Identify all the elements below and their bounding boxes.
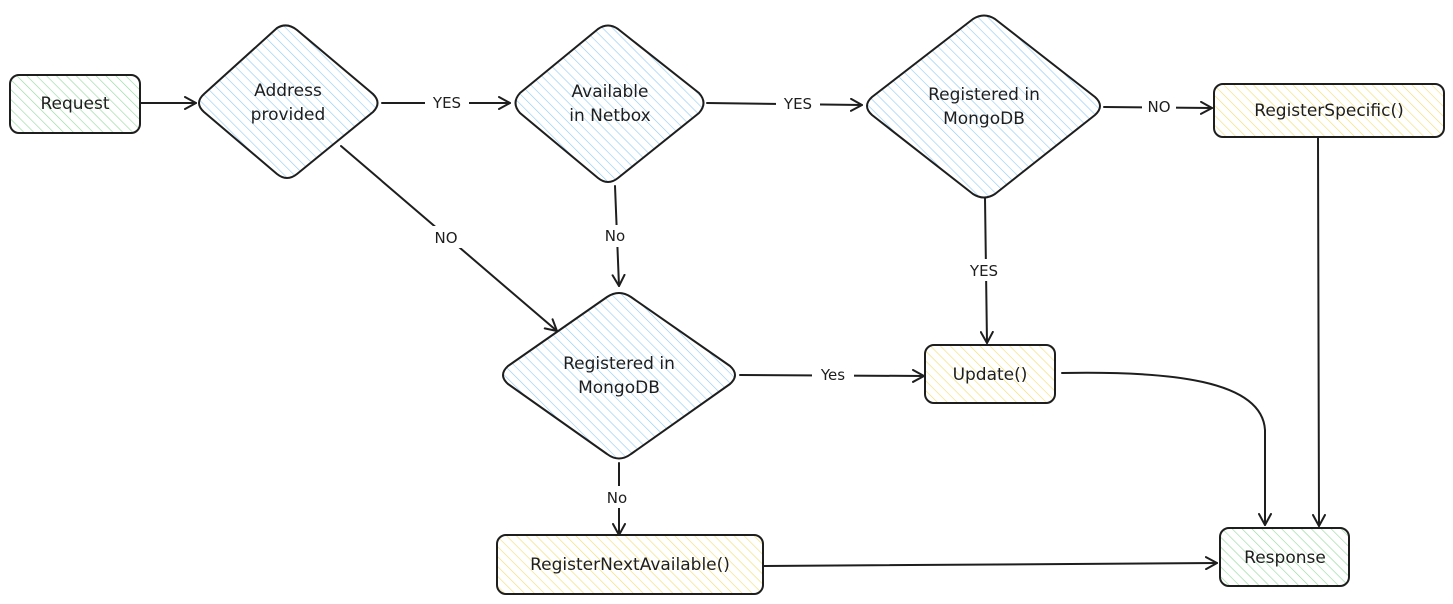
node-registered-mid: Registered in MongoDB <box>502 292 736 460</box>
node-address-provided: Address provided <box>198 24 379 179</box>
node-registered-top-line2: MongoDB <box>943 109 1025 129</box>
node-registered-mid-line2: MongoDB <box>578 378 660 398</box>
node-registered-mid-line1: Registered in <box>563 354 675 374</box>
edge-labels: YES YES NO NO No YES Yes No <box>425 92 1176 508</box>
node-request-label: Request <box>40 94 109 114</box>
node-response: Response <box>1219 527 1350 587</box>
edge-label-netbox-no: No <box>605 227 625 245</box>
edges <box>139 96 1326 571</box>
node-registered-top-line1: Registered in <box>928 85 1040 105</box>
edge-registerspecific-to-response <box>1311 137 1326 527</box>
edge-label-registered-top-yes: YES <box>969 262 998 280</box>
node-register-next: RegisterNextAvailable() <box>496 534 764 595</box>
edge-registernext-to-response <box>763 556 1218 571</box>
edge-label-registered-mid-no: No <box>607 489 627 507</box>
node-available-netbox: Available in Netbox <box>514 24 705 183</box>
node-response-label: Response <box>1244 548 1326 568</box>
node-update: Update() <box>924 344 1056 404</box>
node-request: Request <box>9 74 141 134</box>
node-registered-top: Registered in MongoDB <box>866 14 1101 199</box>
node-register-next-label: RegisterNextAvailable() <box>530 555 730 575</box>
edge-label-address-no: NO <box>434 229 457 247</box>
edge-update-to-response <box>1061 371 1272 526</box>
node-register-specific-label: RegisterSpecific() <box>1254 101 1403 121</box>
edge-label-registered-top-no: NO <box>1147 98 1170 116</box>
node-address-provided-line2: provided <box>251 105 326 125</box>
node-available-netbox-line1: Available <box>572 82 649 102</box>
edge-label-address-yes: YES <box>432 94 461 112</box>
node-available-netbox-line2: in Netbox <box>569 106 650 126</box>
edge-label-registered-mid-yes: Yes <box>820 366 845 384</box>
edge-label-netbox-yes: YES <box>783 95 812 113</box>
node-address-provided-line1: Address <box>254 81 322 101</box>
node-register-specific: RegisterSpecific() <box>1213 83 1445 138</box>
node-update-label: Update() <box>953 365 1028 385</box>
